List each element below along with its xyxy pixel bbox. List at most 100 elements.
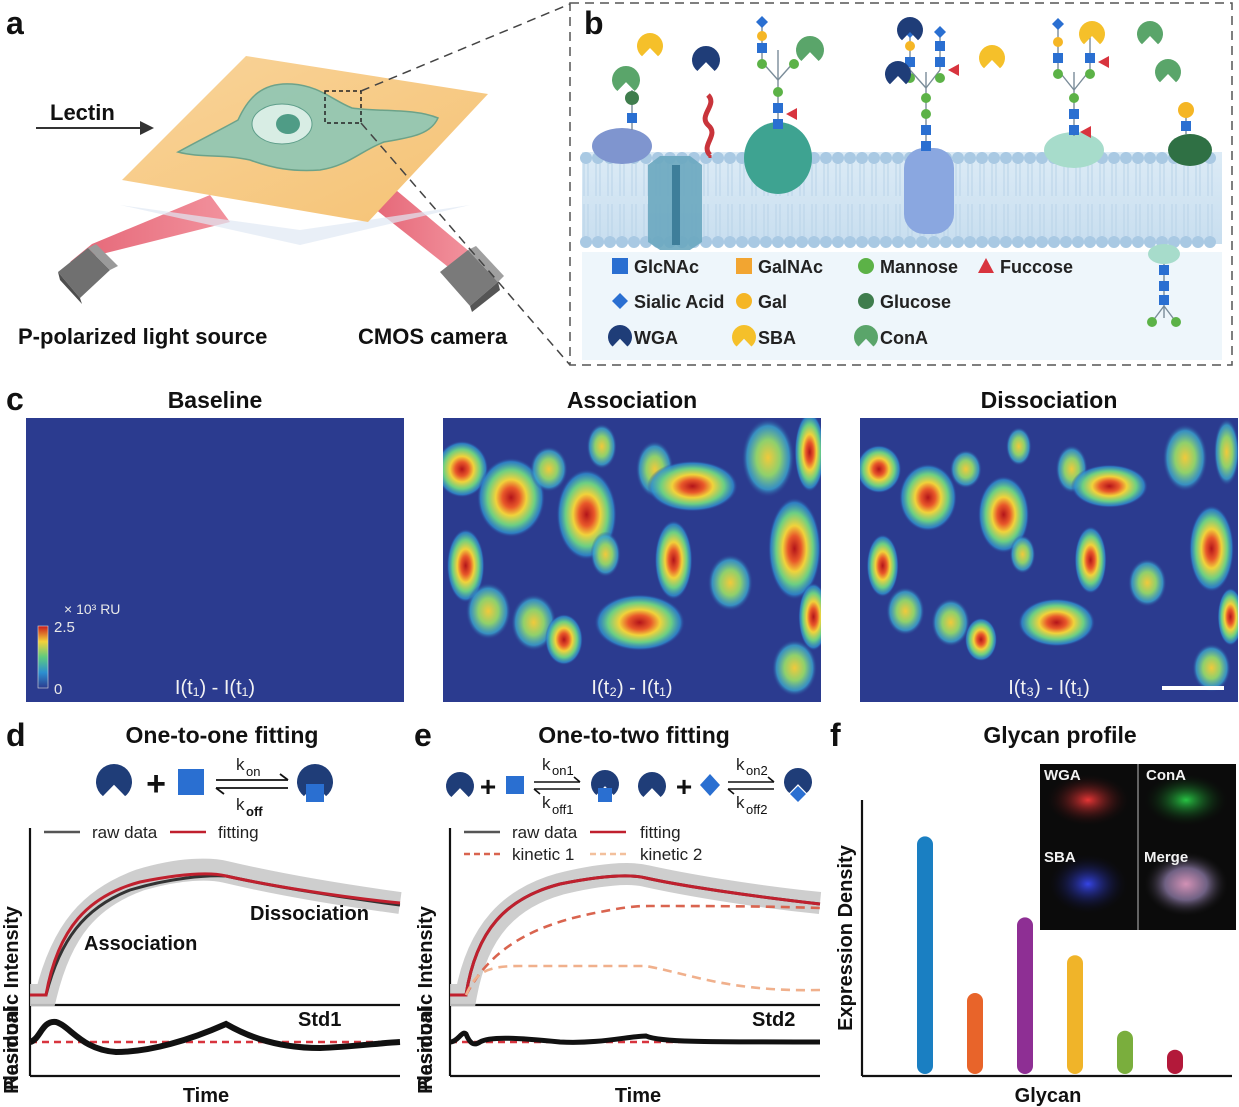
bar [1167,1050,1183,1074]
map-1: AssociationI(t₂) - I(t₁) [435,387,828,702]
inset-label-wga: WGA [1044,767,1081,784]
lipid-head [856,152,868,164]
lipid-head [1132,236,1144,248]
lipid-head [952,152,964,164]
panel-b-letter: b [584,5,604,41]
signal-hotspot [1163,424,1208,492]
glycan-square [935,57,945,67]
svg-text:k: k [542,755,551,774]
lipid-head [868,236,880,248]
fluorescence-inset: WGA ConA SBA Merge [1040,764,1236,930]
legend-label: Mannose [880,257,958,277]
lipid-head [988,236,1000,248]
signal-hotspot [530,446,568,491]
svg-text:+: + [480,771,496,802]
svg-text:on1: on1 [552,763,574,778]
glycan-circle [1085,69,1095,79]
glycan-circle [757,31,767,41]
glycoprotein-2 [744,122,812,194]
signal-hotspot [466,583,511,640]
lipid-head [1156,152,1168,164]
lipid-head [892,236,904,248]
wga-icon [96,764,132,796]
panel-d-title: One-to-one fitting [126,722,319,748]
legend-label: GalNAc [758,257,823,277]
legend-symbol [858,258,874,274]
glycan-circle [1147,317,1157,327]
legend-symbol [736,293,752,309]
svg-text:k: k [736,755,745,774]
glycan-square [1159,281,1169,291]
bar [967,993,983,1074]
glycan-circle [789,59,799,69]
signal-hotspot [708,554,753,611]
legend-item: GlcNAc [612,257,699,277]
legend-fit: fitting [640,823,681,842]
panel-e-letter: e [414,717,432,753]
legend-symbol [736,258,752,274]
lipid-head [1024,236,1036,248]
lipid-head [592,236,604,248]
lipid-head [628,236,640,248]
lipid-head [712,152,724,164]
panel-a: a Lectin P-polarized light source CMOS c… [6,4,570,365]
lipid-head [1120,236,1132,248]
glycan-square [921,141,931,151]
zoom-line-top [361,4,570,91]
light-source-icon [58,244,118,304]
inset-label-sba: SBA [1044,849,1076,866]
residual-label: Std2 [752,1009,795,1031]
annotation-association: Association [84,933,197,955]
legend-label: Glucose [880,292,951,312]
panel-b: b GlcNAcGalNAcMannoseFuccoseSialic AcidG… [570,3,1232,365]
light-source-label: P-polarized light source [18,324,267,349]
svg-text:+: + [146,765,166,803]
lipid-head [1048,236,1060,248]
cell-nucleolus [276,114,300,134]
annotation-dissociation: Dissociation [250,903,369,925]
lipid-head [1192,236,1204,248]
signal-hotspot [594,594,685,651]
inset-label-merge: Merge [1144,849,1188,866]
panel-f-letter: f [830,717,841,753]
glycan-circle [921,109,931,119]
signal-hotspot [1189,505,1234,592]
signal-hotspot [1018,598,1095,646]
koff-subscript: off [246,804,263,819]
colorbar-gradient [38,626,48,688]
signal-hotspot [1192,644,1231,692]
lipid-head [1072,236,1084,248]
koff-symbol: k [236,795,245,814]
lipid-head [880,152,892,164]
glycan-square [1159,265,1169,275]
lipid-head [952,236,964,248]
map-formula: I(t₂) - I(t₁) [591,677,672,699]
glycan-circle [625,91,639,105]
legend-kinetic-1: kinetic 1 [512,845,574,864]
bar [1067,955,1083,1074]
map-2: DissociationI(t₃) - I(t₁) [856,387,1239,702]
lipid-head [892,152,904,164]
lipid-head [1000,152,1012,164]
glycan-circle [921,93,931,103]
panel-e: e One-to-two fitting + k on1 k off1 + k … [414,717,820,1107]
lipid-head [784,236,796,248]
intracellular-protein [1148,244,1180,264]
camera-label: CMOS camera [358,324,508,349]
lipid-head [808,236,820,248]
signal-hotspot [965,618,997,661]
lipid-head [1204,236,1216,248]
svg-text:+: + [676,771,692,802]
lipid-head [988,152,1000,164]
panel-c: c BaselineI(t₁) - I(t₁)AssociationI(t₂) … [6,381,1239,702]
glycan-circle [757,59,767,69]
reaction-one-to-two: + k on1 k off1 + k on2 k off2 [446,755,812,817]
glycan-circle [1171,317,1181,327]
lipid-head [1084,236,1096,248]
glycan-circle [1053,37,1063,47]
panel-c-letter: c [6,381,24,417]
signal-hotspot [545,614,583,665]
signal-hotspot [1010,535,1036,574]
legend-label: Gal [758,292,787,312]
svg-text:k: k [736,793,745,812]
